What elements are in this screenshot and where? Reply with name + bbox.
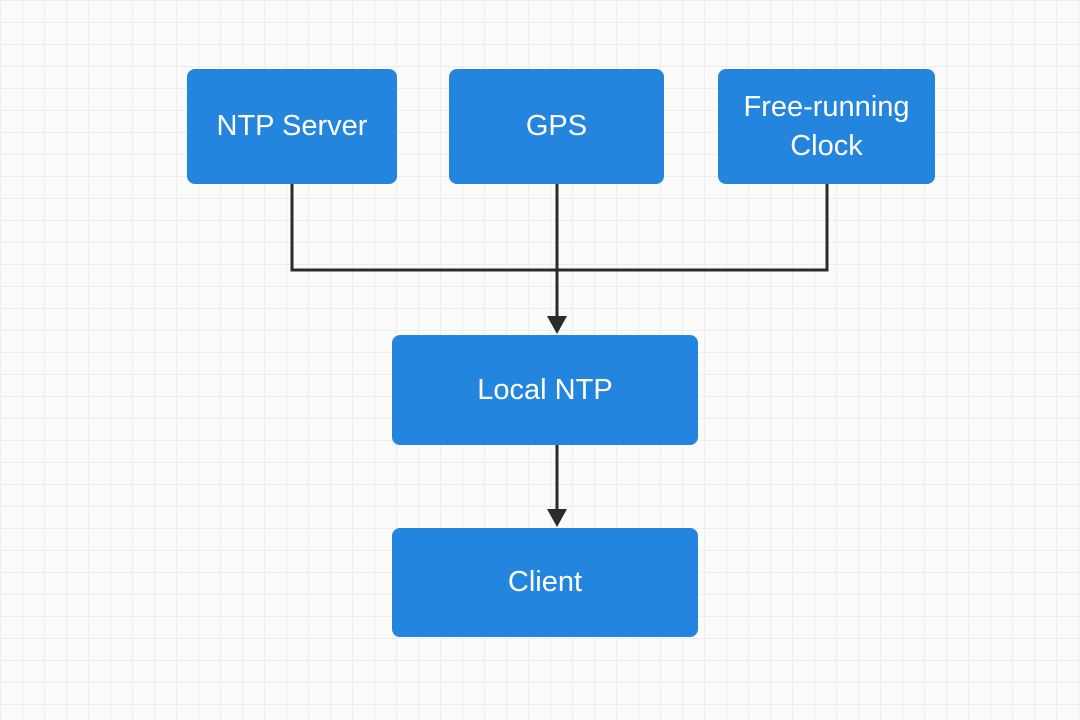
node-free-running-clock-label-line2: Clock: [790, 129, 863, 162]
node-free-running-clock-label-line1: Free-running: [743, 90, 910, 123]
node-gps[interactable]: GPS: [449, 69, 664, 184]
node-free-running-clock[interactable]: Free-running Clock: [718, 69, 935, 184]
edge-free-running-clock-to-bus: [557, 184, 829, 272]
node-ntp-server-label: NTP Server: [216, 110, 368, 142]
node-client-label: Client: [507, 566, 583, 598]
arrowhead-into-client: [547, 509, 567, 527]
node-local-ntp-label: Local NTP: [477, 373, 613, 406]
edge-ntp-server-to-bus: [290, 184, 557, 272]
node-ntp-server[interactable]: NTP Server: [187, 69, 397, 184]
node-local-ntp[interactable]: Local NTP: [392, 335, 698, 445]
arrowhead-into-local-ntp: [547, 316, 567, 334]
node-free-running-clock-label: Free-running Clock: [743, 88, 909, 166]
node-gps-label: GPS: [525, 110, 588, 142]
node-client[interactable]: Client: [392, 528, 698, 637]
